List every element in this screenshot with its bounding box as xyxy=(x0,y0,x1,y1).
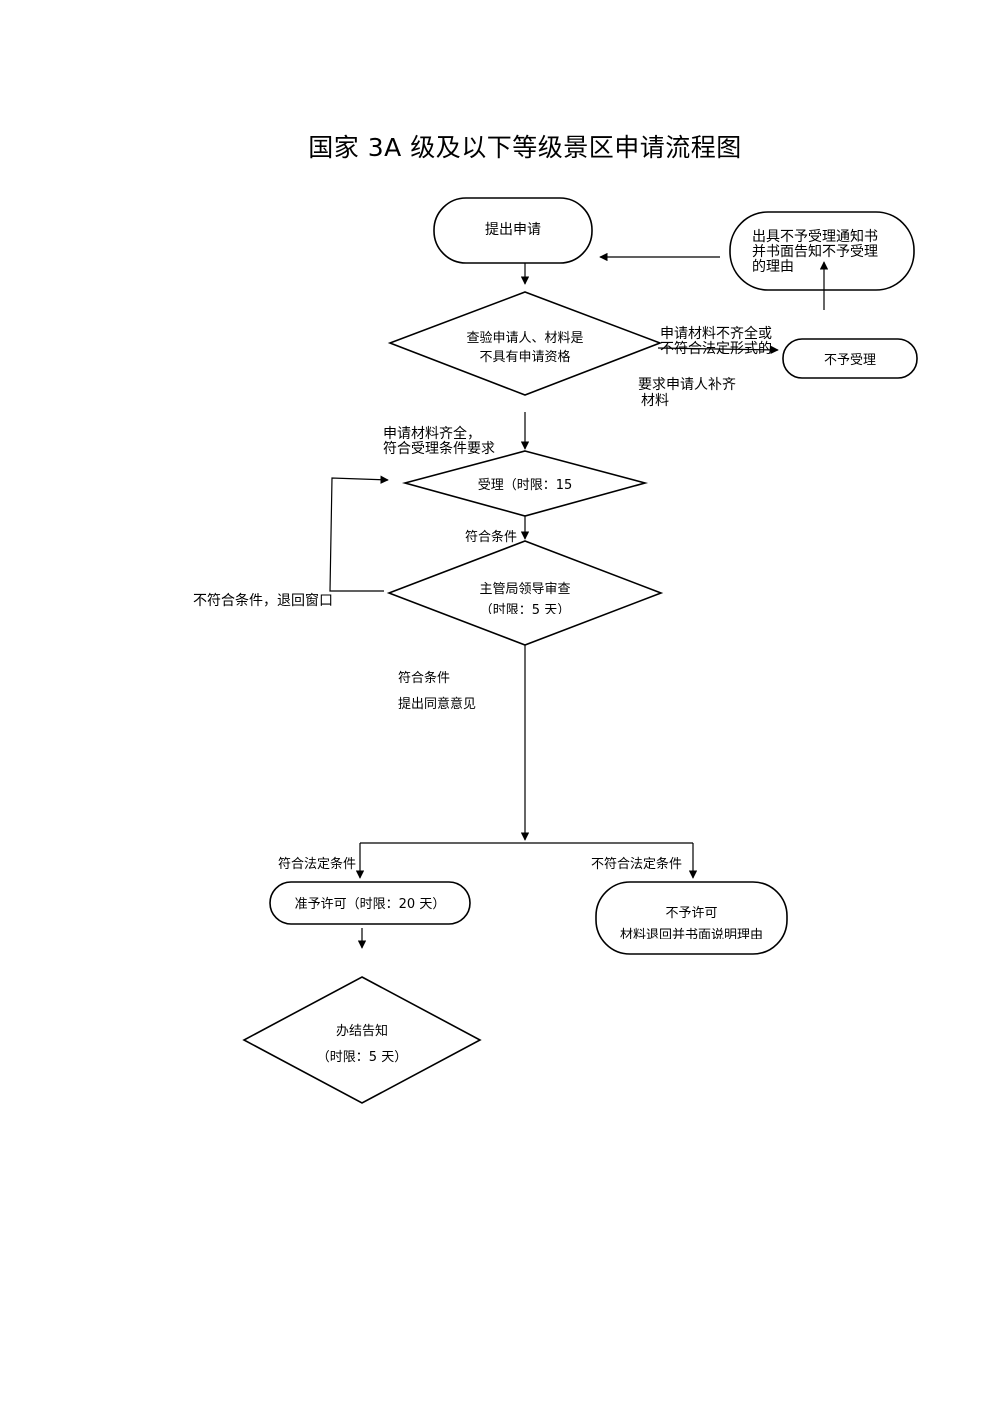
notice-line-1: 出具不予受理通知书 xyxy=(752,229,878,245)
edge-label-meets-agree: 符合条件 提出同意意见 xyxy=(398,666,476,718)
finish-line-2: （时限：5 天） xyxy=(316,1050,408,1065)
grant-label: 准予许可（时限：20 天） xyxy=(294,897,446,912)
notice-line-3: 的理由 xyxy=(752,259,794,275)
node-notice xyxy=(729,211,915,291)
edge-label-meets: 符合条件 xyxy=(465,530,518,545)
reject-accept-label: 不予受理 xyxy=(823,353,876,368)
review-line-1: 主管局领导审查 xyxy=(479,582,571,597)
edge-check-reject xyxy=(657,345,779,355)
node-reject-accept xyxy=(782,338,918,379)
deny-label: 不予许可 材料退回并书面说明理由 xyxy=(600,903,783,939)
edge-label-supplement: 要求申请人补齐 材料 xyxy=(638,377,736,409)
notice-line-2: 并书面告知不予受理 xyxy=(752,244,878,260)
check-label: 查验申请人、材料是 不具有申请资格 xyxy=(450,329,600,363)
meets-agree-line-1: 符合条件 xyxy=(398,671,451,686)
supplement-line-1: 要求申请人补齐 xyxy=(638,377,736,393)
node-check xyxy=(387,291,663,396)
edge-review-back xyxy=(329,475,389,592)
node-apply xyxy=(433,197,593,264)
complete-line-2: 符合受理条件要求 xyxy=(383,441,495,457)
node-grant xyxy=(269,881,471,925)
finish-line-1: 办结告知 xyxy=(335,1024,388,1039)
node-deny xyxy=(595,881,788,955)
complete-line-1: 申请材料齐全， xyxy=(383,426,481,442)
check-line-1: 查验申请人、材料是 xyxy=(466,331,584,346)
page-title: 国家 3A 级及以下等级景区申请流程图 xyxy=(308,133,742,162)
apply-label: 提出申请 xyxy=(485,222,541,238)
node-finish xyxy=(242,976,482,1104)
incomplete-line-2: 不符合法定形式的 xyxy=(660,341,772,357)
incomplete-line-1: 申请材料不齐全或 xyxy=(660,326,772,342)
edge-label-legal-ok: 符合法定条件 xyxy=(278,857,357,872)
supplement-line-2: 材料 xyxy=(641,393,669,409)
edge-label-not-meet-back: 不符合条件，退回窗口 xyxy=(193,593,333,609)
finish-label: 办结告知 （时限：5 天） xyxy=(302,1019,422,1071)
meets-agree-line-2: 提出同意意见 xyxy=(398,697,477,712)
notice-label: 出具不予受理通知书 并书面告知不予受理 的理由 xyxy=(752,230,878,275)
deny-line-2: 材料退回并书面说明理由 xyxy=(619,928,763,939)
review-line-2: （时限：5 天） xyxy=(479,603,571,614)
accept-label: 受理（时限：15 xyxy=(477,478,573,493)
check-line-2: 不具有申请资格 xyxy=(479,350,571,363)
edge-label-complete: 申请材料齐全， 符合受理条件要求 xyxy=(383,427,495,457)
edge-label-legal-not: 不符合法定条件 xyxy=(591,857,683,872)
edge-label-incomplete: 申请材料不齐全或 不符合法定形式的 xyxy=(660,327,772,357)
review-label: 主管局领导审查 （时限：5 天） xyxy=(455,579,595,614)
deny-line-1: 不予许可 xyxy=(665,906,718,921)
